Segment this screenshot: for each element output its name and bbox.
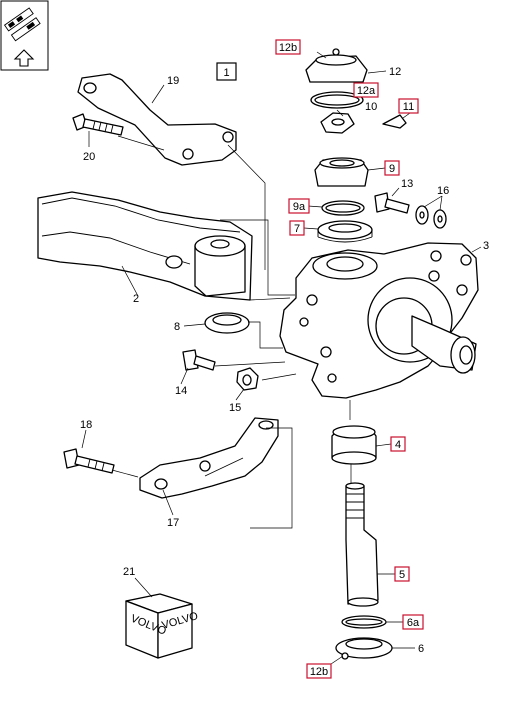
- bolt-13: [374, 192, 410, 214]
- callout-17: 17: [167, 517, 179, 529]
- ring-9a: [321, 200, 365, 216]
- boxed-callouts: 12b 12a 11 9 9a 7 4 5 6a 12b: [275, 39, 424, 679]
- cap-6: [335, 637, 393, 660]
- o-ring-6a: [341, 615, 387, 629]
- callout-7: 7: [294, 223, 300, 235]
- callout-12: 12: [389, 66, 401, 78]
- service-tool-icon: [0, 0, 49, 71]
- axle-beam: [37, 191, 253, 301]
- bolt-18: [63, 448, 115, 474]
- callout-13: 13: [401, 178, 413, 190]
- callout-8: 8: [174, 321, 180, 333]
- page-reference-box: 1: [216, 62, 237, 81]
- callout-2: 2: [133, 293, 139, 305]
- callout-18: 18: [80, 419, 92, 431]
- callout-19: 19: [167, 75, 179, 87]
- o-ring-12a: [310, 91, 364, 109]
- callout-6: 6: [418, 643, 424, 655]
- callout-10: 10: [365, 101, 377, 113]
- up-arrow-icon: [13, 49, 35, 67]
- bearing-7: [317, 220, 373, 243]
- seal-8: [204, 312, 250, 334]
- callout-6a: 6a: [407, 617, 420, 629]
- consumable-box: VOLVO VOLVO: [125, 593, 200, 659]
- steering-arm: [139, 417, 279, 499]
- upper-arm: [77, 73, 237, 166]
- washers-16: [415, 205, 447, 229]
- bolt-14: [182, 349, 216, 371]
- callout-labels: 19 20 12 10 13 16 3 2 8 14 15 18 17 21 6: [80, 66, 489, 655]
- leader-lines: [81, 51, 482, 665]
- cap-12: [305, 48, 368, 83]
- callout-12b-bottom: 12b: [310, 666, 328, 678]
- king-pin-5: [345, 482, 379, 607]
- callout-3: 3: [483, 240, 489, 252]
- nut-10: [320, 112, 355, 134]
- bearing-9: [314, 157, 369, 187]
- assembly-lines: [111, 135, 352, 529]
- callout-11: 11: [403, 101, 414, 113]
- nut-15: [236, 367, 259, 391]
- callout-14: 14: [175, 385, 187, 397]
- callout-20: 20: [83, 151, 95, 163]
- bolt-20: [72, 113, 124, 136]
- page-reference-number: 1: [223, 67, 229, 79]
- callout-12a: 12a: [357, 85, 376, 97]
- callout-4: 4: [395, 439, 401, 451]
- callout-12b-top: 12b: [279, 42, 297, 54]
- steering-knuckle: [279, 242, 479, 399]
- callout-16: 16: [437, 185, 449, 197]
- callout-5: 5: [399, 569, 405, 581]
- bushing-4: [331, 425, 377, 465]
- callout-21: 21: [123, 566, 135, 578]
- callout-9a: 9a: [293, 201, 306, 213]
- cotter-pin-11: [382, 114, 407, 129]
- callout-9: 9: [389, 163, 395, 175]
- callout-15: 15: [229, 402, 241, 414]
